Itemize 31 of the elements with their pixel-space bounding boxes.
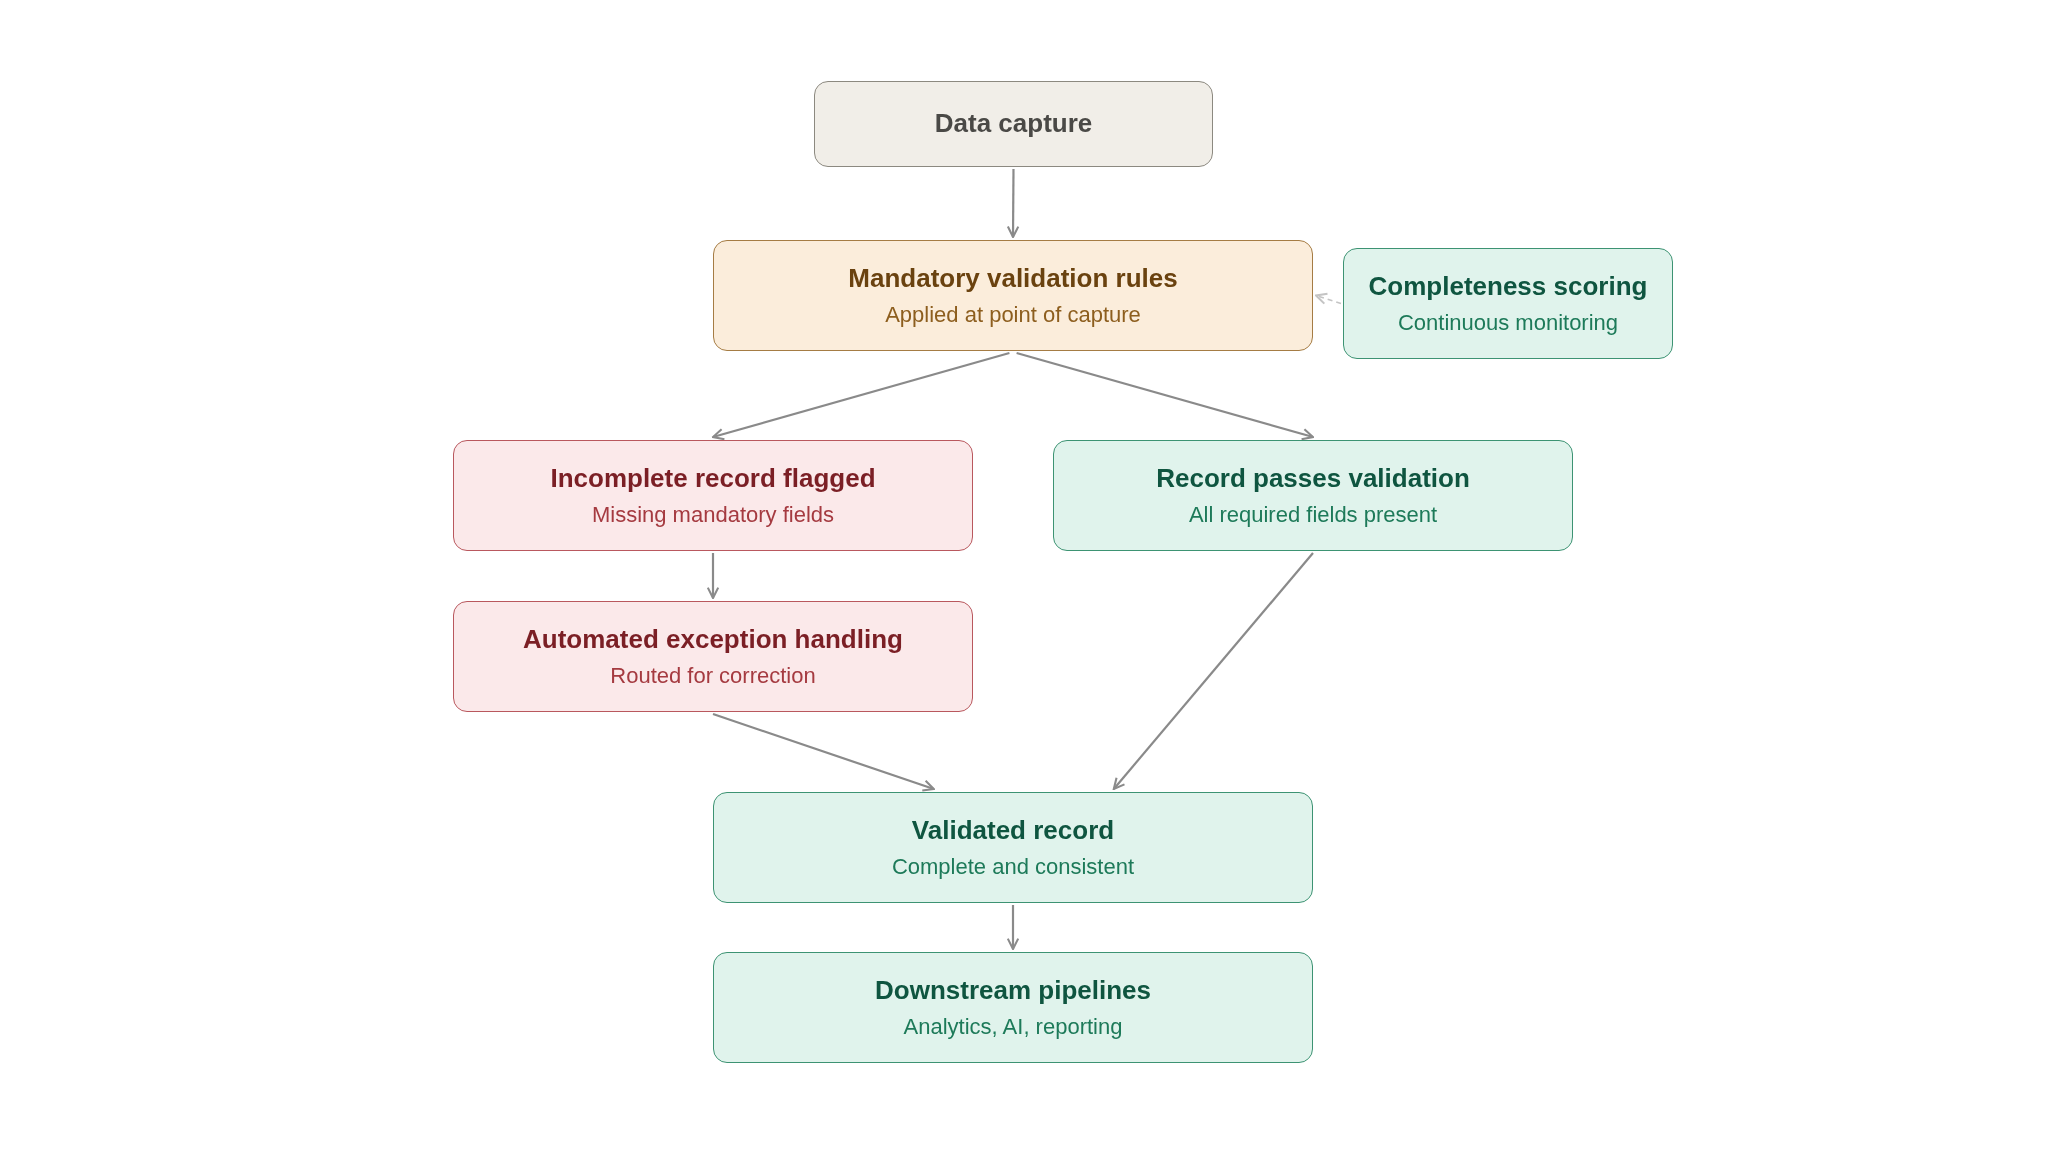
dashed-arrow <box>1314 292 1342 305</box>
node-title: Validated record <box>911 815 1115 846</box>
process-box <box>713 952 1313 1063</box>
process-box <box>1053 440 1573 551</box>
node-subtitle: Complete and consistent <box>891 853 1135 880</box>
arrow <box>1112 552 1314 791</box>
node-subtitle: Routed for correction <box>610 662 816 689</box>
node-title: Data capture <box>934 109 1093 139</box>
process-box <box>713 240 1313 351</box>
node-title: Incomplete record flagged <box>550 463 876 494</box>
node-title: Record passes validation <box>1156 463 1470 494</box>
arrow <box>1006 905 1020 951</box>
process-box <box>713 792 1313 903</box>
node-title: Downstream pipelines <box>875 975 1151 1006</box>
node-title: Mandatory validation rules <box>848 263 1178 294</box>
process-box <box>814 81 1213 167</box>
node-subtitle: Applied at point of capture <box>885 301 1141 328</box>
process-box <box>453 601 973 712</box>
arrow <box>711 351 1010 441</box>
node-subtitle: Analytics, AI, reporting <box>903 1013 1123 1040</box>
arrow <box>712 712 935 792</box>
arrow <box>706 553 720 600</box>
node-title: Automated exception handling <box>523 624 903 655</box>
node-subtitle: Continuous monitoring <box>1397 309 1619 336</box>
node-subtitle: Missing mandatory fields <box>591 501 835 528</box>
node-subtitle: All required fields present <box>1188 501 1438 528</box>
arrow <box>1006 169 1020 239</box>
process-box <box>1343 248 1673 359</box>
node-title: Completeness scoring <box>1368 271 1648 302</box>
process-box <box>453 440 973 551</box>
arrow <box>1016 351 1315 441</box>
